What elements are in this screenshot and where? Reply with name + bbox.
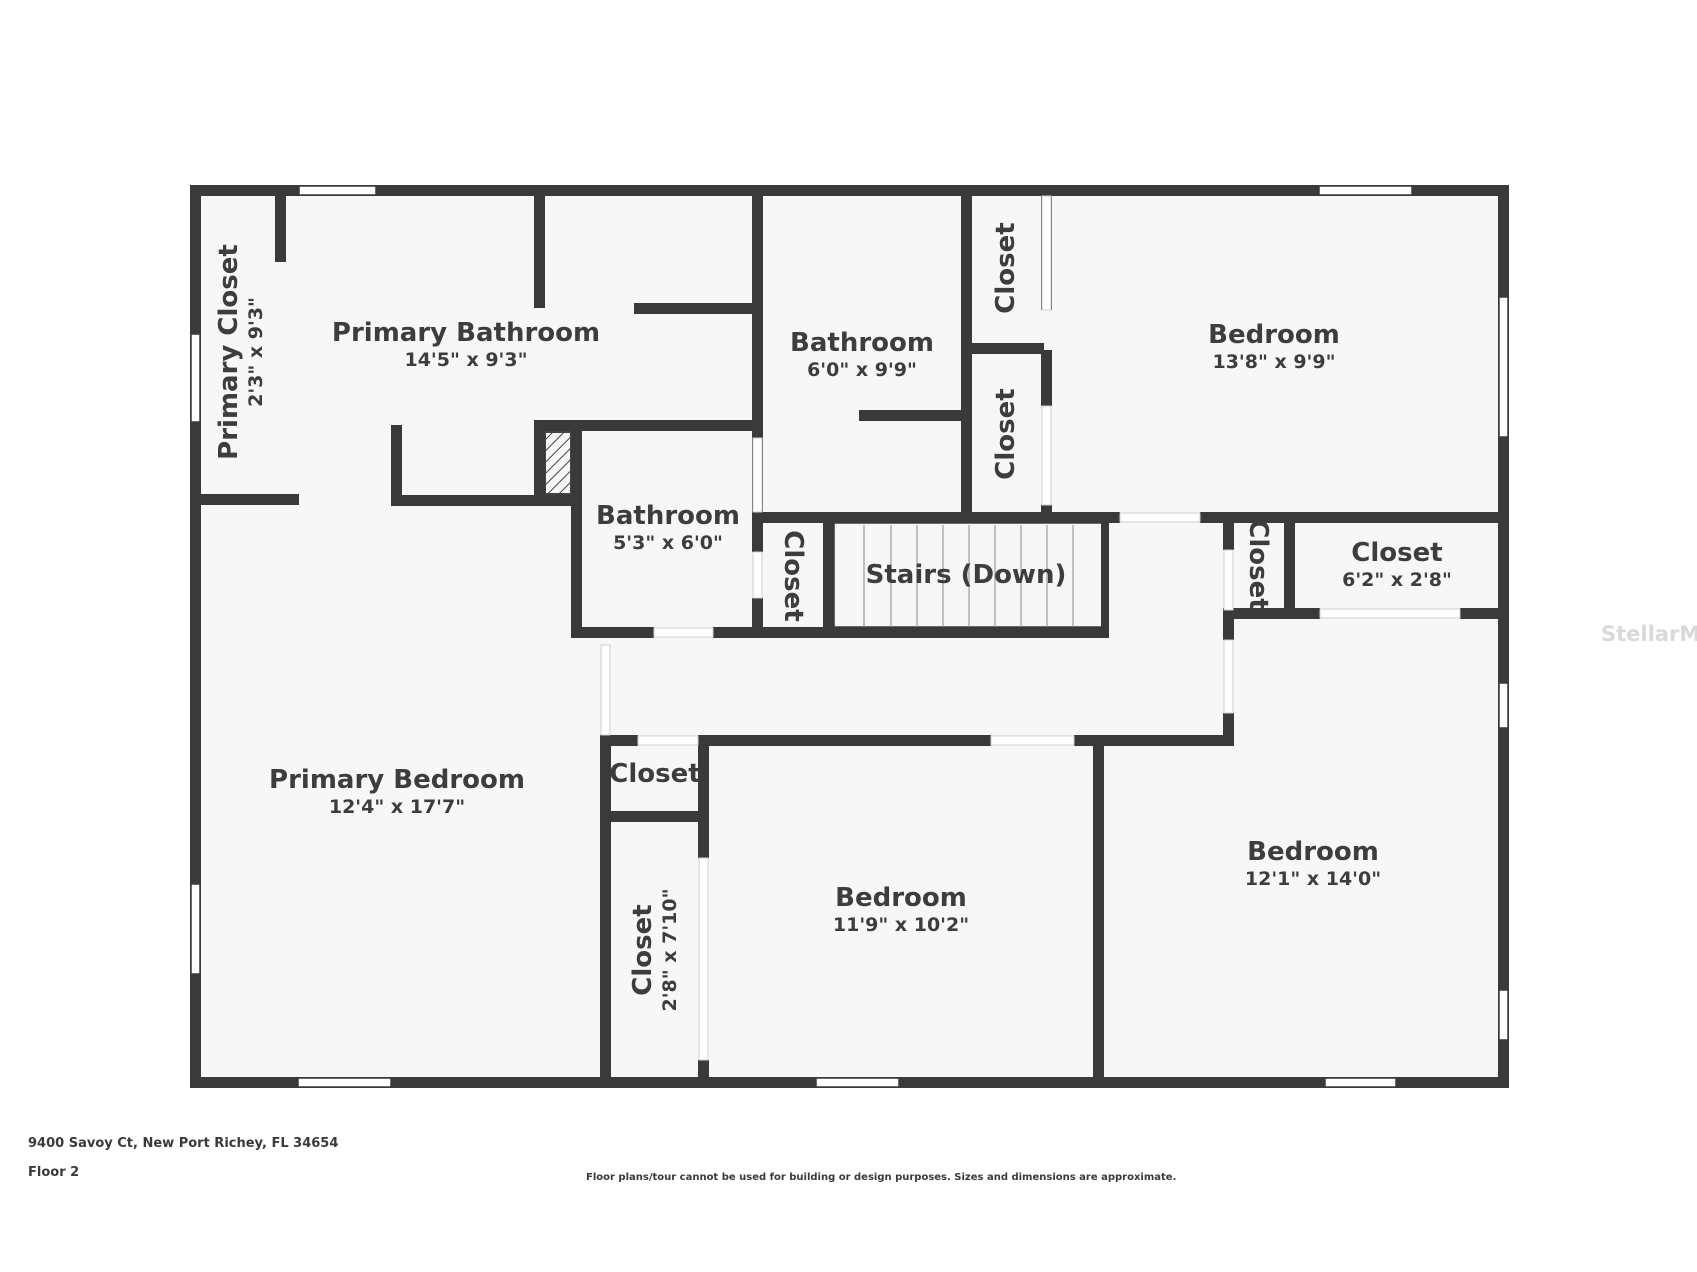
room-dimensions: 12'1" x 14'0" <box>1244 868 1382 890</box>
room-name: Closet <box>1351 538 1443 568</box>
room-name: Closet <box>609 759 701 789</box>
room-bedroom: Bedroom 12'1" x 14'0" <box>1245 837 1381 891</box>
room-dimensions: 6'0" x 9'9" <box>807 359 917 381</box>
room-name: Closet <box>991 388 1021 480</box>
room-name: Bedroom <box>1247 837 1379 867</box>
room-bedroom: Bedroom 11'9" x 10'2" <box>833 883 969 937</box>
room-name: Bathroom <box>596 501 740 531</box>
room-dimensions: 11'9" x 10'2" <box>832 914 970 936</box>
watermark: StellarMLS <box>1601 622 1697 646</box>
room-bathroom: Bathroom 6'0" x 9'9" <box>790 328 934 382</box>
room-dimensions: 14'5" x 9'3" <box>404 349 528 371</box>
room-primary-bathroom: Primary Bathroom 14'5" x 9'3" <box>332 318 600 372</box>
chase-hatch <box>544 431 572 495</box>
room-closet: Closet <box>991 388 1021 479</box>
room-name: Bedroom <box>1208 320 1340 350</box>
property-address: 9400 Savoy Ct, New Port Richey, FL 34654 <box>28 1136 339 1151</box>
room-closet: Closet 6'2" x 2'8" <box>1342 538 1452 592</box>
room-name: Closet <box>628 904 658 996</box>
room-dimensions: 5'3" x 6'0" <box>613 532 723 554</box>
windows <box>190 185 1509 1088</box>
room-name: Bathroom <box>790 328 934 358</box>
room-name: Primary Bathroom <box>331 318 601 348</box>
room-dimensions: 12'4" x 17'7" <box>328 796 466 818</box>
room-closet: Closet <box>609 759 700 789</box>
room-stairs: Stairs (Down) <box>866 560 1067 590</box>
room-bedroom: Bedroom 13'8" x 9'9" <box>1208 320 1340 374</box>
room-closet: Closet <box>778 530 808 621</box>
room-dimensions: 6'2" x 2'8" <box>1342 569 1452 591</box>
room-dimensions: 2'8" x 7'10" <box>659 888 681 1012</box>
room-name: Primary Bedroom <box>269 765 525 795</box>
room-name: Bedroom <box>835 883 967 913</box>
room-dimensions: 13'8" x 9'9" <box>1212 351 1336 373</box>
room-bathroom: Bathroom 5'3" x 6'0" <box>596 501 740 555</box>
room-primary-bedroom: Primary Bedroom 12'4" x 17'7" <box>269 765 525 819</box>
openings <box>600 195 1461 1061</box>
room-closet: Closet <box>1243 519 1273 610</box>
room-dimensions: 2'3" x 9'3" <box>245 297 267 407</box>
disclaimer-text: Floor plans/tour cannot be used for buil… <box>586 1172 1177 1183</box>
room-name: Closet <box>778 530 808 622</box>
stairs <box>833 522 1109 638</box>
room-name: Closet <box>991 222 1021 314</box>
room-name: Stairs (Down) <box>865 560 1067 590</box>
room-name: Primary Closet <box>214 244 244 460</box>
room-primary-closet: Primary Closet 2'3" x 9'3" <box>214 244 268 460</box>
room-name: Closet <box>1243 519 1273 611</box>
floor-label: Floor 2 <box>28 1165 80 1180</box>
room-closet: Closet 2'8" x 7'10" <box>628 888 682 1011</box>
room-closet: Closet <box>991 222 1021 313</box>
